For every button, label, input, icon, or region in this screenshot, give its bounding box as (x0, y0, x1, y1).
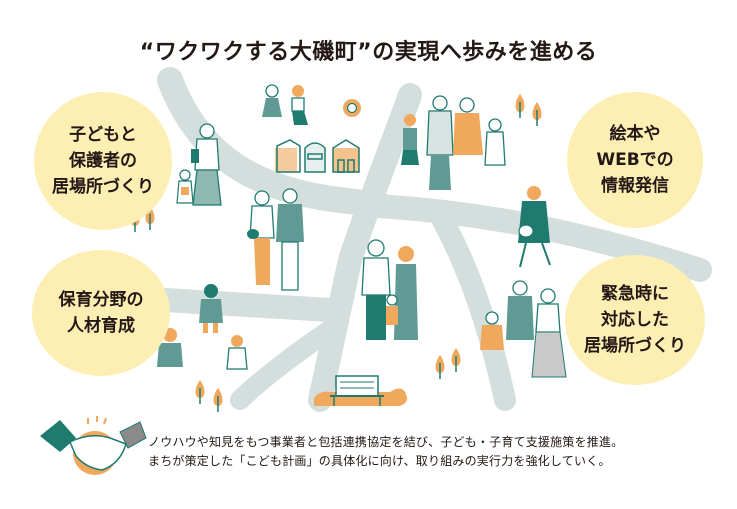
road-diagonal-down (308, 83, 422, 412)
bubble-child-parent-place: 子どもと 保護者の 居場所づくり (34, 92, 172, 230)
person-woman-phone (518, 186, 551, 268)
person-elderly-couple (247, 188, 304, 291)
houses-icon (275, 139, 360, 173)
people (157, 84, 567, 378)
bubble-line: WEBでの (596, 150, 674, 170)
bubble-line: 保護者の (69, 151, 137, 171)
road-main-horizontal (348, 193, 712, 282)
bubble-childcare-talent: 保育分野の 人材育成 (32, 250, 170, 376)
handshake-icon (40, 416, 147, 475)
person-couple-toddler (361, 239, 418, 340)
person-kids-running (262, 84, 308, 125)
road-mid-left (153, 288, 342, 322)
bubble-line: 居場所づくり (52, 177, 154, 197)
person-mother-child (176, 123, 222, 206)
partnership-caption: ノウハウや知見をもつ事業者と包括連携協定を結び、子ども・子育て支援施策を推進。 … (148, 433, 623, 471)
bubble-picturebook-web: 絵本や WEBでの 情報発信 (567, 92, 703, 228)
sun-icon (343, 99, 361, 117)
bubble-line: 緊急時に (601, 284, 669, 304)
person-family-bottom-right (480, 280, 567, 378)
roads (153, 67, 712, 412)
bubble-line: 子どもと (69, 125, 137, 145)
page-title: “ワクワクする大磯町”の実現へ歩みを進める (139, 40, 598, 65)
road-bottom-right (230, 320, 340, 410)
bubble-emergency-place: 緊急時に 対応した 居場所づくり (565, 255, 705, 385)
bubble-line: 情報発信 (600, 176, 669, 196)
bubble-line: 保育分野の (58, 290, 144, 310)
bench-icon (314, 375, 408, 406)
road-top-left (157, 67, 393, 218)
person-family-walking (401, 95, 506, 190)
caption-line-2: まちが策定した「こども計画」の具体化に向け、取り組みの実行力を強化していく。 (148, 454, 611, 468)
road-right-down (429, 204, 516, 411)
bubble-line: 絵本や (609, 124, 661, 144)
caption-line-1: ノウハウや知見をもつ事業者と包括連携協定を結び、子ども・子育て支援施策を推進。 (148, 435, 624, 449)
bubble-line: 居場所づくり (584, 336, 686, 356)
bubble-line: 対応した (601, 310, 669, 330)
bubble-line: 人材育成 (67, 316, 135, 336)
